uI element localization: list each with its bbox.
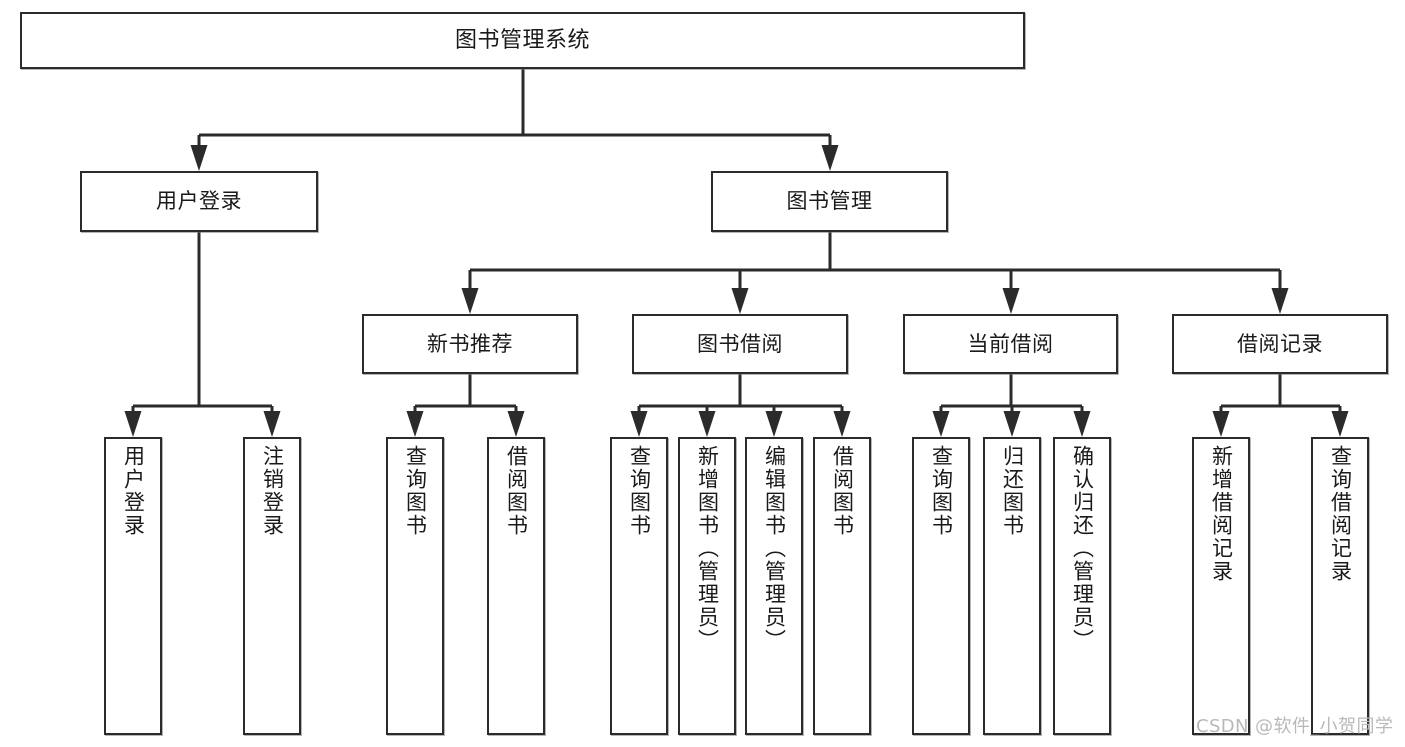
arrowhead-icon [124,411,142,437]
connector-group-borrow-record [1212,374,1349,437]
arrowhead-icon [630,411,648,437]
node-label: 借阅图书 [830,445,855,537]
node-leaf-bb-edit[interactable]: 编辑图书（管理员） [745,437,803,735]
arrowhead-icon [461,288,479,314]
node-leaf-cb-return[interactable]: 归还图书 [983,437,1041,735]
node-leaf-bb-borrow[interactable]: 借阅图书 [813,437,871,735]
node-label: 查询图书 [403,445,428,537]
node-leaf-rec-borrow[interactable]: 借阅图书 [487,437,545,735]
node-label: 图书管理系统 [454,27,590,53]
node-label: 借阅图书 [504,445,529,537]
node-leaf-user-logout[interactable]: 注销登录 [243,437,301,735]
node-current-borrow[interactable]: 当前借阅 [903,314,1118,374]
connector-group-book-manage [461,232,1289,314]
node-label: 用户登录 [156,189,242,214]
arrowhead-icon [698,411,716,437]
arrowhead-icon [731,288,749,314]
node-label: 注销登录 [260,445,285,537]
arrowhead-icon [1003,411,1021,437]
arrowhead-icon [190,145,208,171]
node-book-manage[interactable]: 图书管理 [711,171,948,232]
connector-group-new-book-rec [406,374,525,437]
node-user-login[interactable]: 用户登录 [80,171,318,232]
node-leaf-cb-query[interactable]: 查询图书 [912,437,970,735]
arrowhead-icon [932,411,950,437]
node-new-book-rec[interactable]: 新书推荐 [362,314,578,374]
node-label: 新书推荐 [427,331,513,356]
connector-group-current-borrow [932,374,1091,437]
node-leaf-bb-query[interactable]: 查询图书 [610,437,668,735]
arrowhead-icon [1271,288,1289,314]
connector-group-root [190,69,839,171]
node-borrow-record[interactable]: 借阅记录 [1172,314,1388,374]
node-label: 归还图书 [1000,445,1025,537]
arrowhead-icon [765,411,783,437]
node-leaf-bb-add[interactable]: 新增图书（管理员） [678,437,736,735]
arrowhead-icon [821,145,839,171]
node-label: 确认归还（管理员） [1070,445,1095,652]
arrowhead-icon [406,411,424,437]
node-book-borrow[interactable]: 图书借阅 [632,314,848,374]
node-leaf-br-add[interactable]: 新增借阅记录 [1192,437,1250,735]
arrowhead-icon [1002,288,1020,314]
arrowhead-icon [507,411,525,437]
node-label: 当前借阅 [967,331,1054,356]
node-root[interactable]: 图书管理系统 [20,12,1025,69]
arrowhead-icon [1212,411,1230,437]
node-leaf-rec-query[interactable]: 查询图书 [386,437,444,735]
node-label: 用户登录 [121,445,146,537]
arrowhead-icon [1073,411,1091,437]
arrowhead-icon [833,411,851,437]
node-label: 查询图书 [627,445,652,537]
node-leaf-cb-confirm[interactable]: 确认归还（管理员） [1053,437,1111,735]
connector-group-user-login [124,232,281,437]
node-label: 新增图书（管理员） [695,445,720,652]
node-label: 查询图书 [929,445,954,537]
arrowhead-icon [1331,411,1349,437]
node-label: 图书管理 [786,189,873,214]
node-label: 查询借阅记录 [1328,445,1353,583]
node-label: 图书借阅 [697,331,783,356]
connector-group-book-borrow [630,374,851,437]
node-label: 新增借阅记录 [1209,445,1234,583]
node-label: 编辑图书（管理员） [762,445,787,652]
node-leaf-user-login[interactable]: 用户登录 [104,437,162,735]
arrowhead-icon [263,411,281,437]
node-leaf-br-query[interactable]: 查询借阅记录 [1311,437,1369,735]
node-label: 借阅记录 [1237,331,1323,356]
